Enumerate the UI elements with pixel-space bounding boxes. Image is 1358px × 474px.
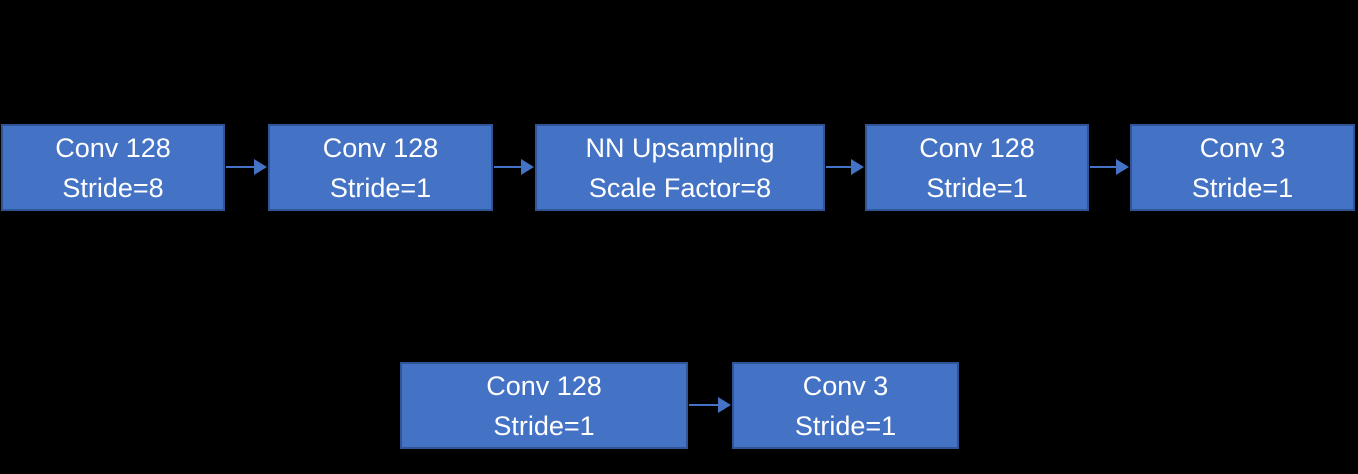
node-label-line2: Stride=1 [1191,172,1294,203]
node-label-line1: Conv 128 [919,132,1035,163]
node-conv128-stride1-top-b: Conv 128 Stride=1 [865,124,1089,211]
arrow-right-icon [1090,159,1129,175]
node-conv128-stride8: Conv 128 Stride=8 [1,124,225,211]
node-label-line2: Scale Factor=8 [588,172,772,203]
node-label-line1: Conv 128 [322,132,439,163]
node-label-line1: Conv 128 [55,132,171,163]
arrow-head [851,159,864,175]
arrow-head [1116,159,1129,175]
arrow-stem [494,166,523,168]
node-nn-upsampling: NN Upsampling Scale Factor=8 [535,124,825,211]
arrow-head [254,159,267,175]
arrow-stem [1090,166,1118,168]
node-label-line2: Stride=8 [62,172,164,203]
node-label-line1: Conv 128 [486,370,602,401]
node-label-line2: Stride=1 [329,172,432,203]
node-label-line2: Stride=1 [926,172,1028,203]
node-conv3-stride1-top: Conv 3 Stride=1 [1130,124,1355,211]
arrow-right-icon [494,159,534,175]
arrow-stem [226,166,256,168]
node-label-line2: Stride=1 [493,410,595,441]
arrow-stem [689,404,720,406]
node-label-line2: Stride=1 [794,410,897,441]
arrow-head [718,397,731,413]
arrow-right-icon [826,159,864,175]
node-conv128-stride1-top-a: Conv 128 Stride=1 [268,124,493,211]
node-conv3-stride1-bottom: Conv 3 Stride=1 [732,362,959,449]
node-conv128-stride1-bottom: Conv 128 Stride=1 [400,362,688,449]
arrow-right-icon [689,397,731,413]
node-label-line1: Conv 3 [802,370,889,401]
node-label-line1: Conv 3 [1199,132,1286,163]
arrow-head [521,159,534,175]
node-label-line1: NN Upsampling [585,132,775,163]
arrow-stem [826,166,853,168]
arrow-right-icon [226,159,267,175]
